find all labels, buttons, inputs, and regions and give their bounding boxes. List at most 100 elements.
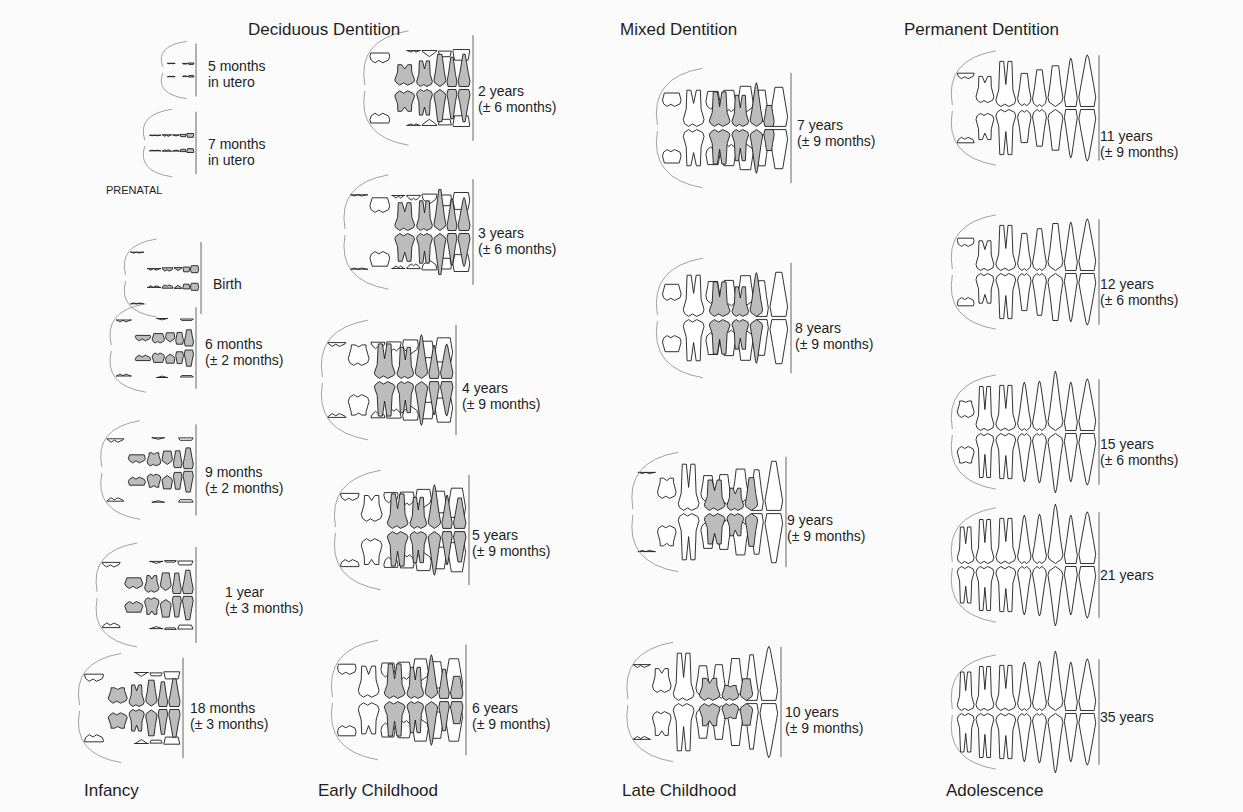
line-spacer (520, 700, 554, 702)
line-spacer (526, 83, 560, 85)
jaw-outline (627, 642, 673, 699)
deciduous-tooth (180, 149, 186, 151)
line-spacer (266, 584, 307, 586)
midline (196, 547, 197, 643)
permanent-tooth (338, 664, 357, 674)
deciduous-tooth (451, 702, 463, 724)
stage-label: Adolescence (946, 781, 1043, 801)
jaw-outline (96, 543, 137, 592)
deciduous-tooth (129, 685, 144, 707)
deciduous-tooth (183, 267, 190, 272)
permanent-tooth (361, 496, 382, 522)
deciduous-tooth (188, 63, 194, 64)
permanent-tooth (1079, 219, 1096, 271)
permanent-tooth (957, 447, 974, 464)
midline (1099, 55, 1100, 161)
jaw-outline (334, 470, 380, 527)
deciduous-tooth (160, 573, 171, 591)
deciduous-tooth (410, 532, 427, 563)
permanent-tooth (179, 500, 194, 502)
deciduous-tooth (740, 679, 752, 701)
permanent-tooth (156, 376, 167, 377)
deciduous-tooth (147, 474, 161, 487)
deciduous-tooth (135, 355, 150, 360)
permanent-tooth (165, 561, 177, 563)
deciduous-tooth (415, 382, 427, 426)
deciduous-tooth (158, 682, 167, 707)
deciduous-tooth (454, 532, 466, 562)
deciduous-tooth (162, 476, 172, 489)
line-spacer (526, 225, 560, 227)
deciduous-tooth (184, 330, 193, 346)
deciduous-tooth (699, 704, 720, 726)
prenatal-label: PRENATAL (106, 184, 162, 197)
deciduous-tooth (407, 702, 424, 733)
permanent-tooth (683, 275, 704, 316)
midline (466, 645, 467, 755)
jaw-outline (161, 41, 186, 67)
deciduous-tooth (745, 478, 757, 511)
midline (183, 658, 184, 759)
permanent-tooth (1079, 434, 1096, 486)
permanent-tooth (1064, 714, 1077, 762)
deciduous-tooth (395, 234, 415, 262)
permanent-tooth (663, 93, 682, 106)
permanent-tooth (957, 567, 974, 604)
deciduous-tooth (709, 320, 730, 355)
permanent-tooth (976, 113, 994, 139)
line-spacer (1156, 276, 1182, 278)
permanent-tooth (150, 561, 164, 563)
deciduous-tooth (722, 704, 739, 719)
jaw-outline (656, 131, 702, 188)
deciduous-tooth (374, 344, 395, 379)
permanent-tooth (1048, 110, 1063, 151)
permanent-tooth (130, 302, 144, 304)
permanent-tooth (673, 653, 694, 700)
deciduous-tooth (451, 676, 463, 698)
permanent-tooth (957, 73, 974, 79)
midline (1099, 219, 1100, 325)
permanent-tooth (1033, 229, 1047, 271)
deciduous-tooth (434, 234, 446, 275)
permanent-tooth (1048, 434, 1063, 493)
midline (196, 112, 197, 174)
permanent-tooth (957, 527, 974, 564)
deciduous-tooth (699, 678, 720, 700)
deciduous-tooth (709, 92, 730, 127)
age-label: 5 months in utero (208, 58, 269, 90)
permanent-tooth (422, 119, 437, 125)
permanent-tooth (102, 623, 120, 628)
permanent-tooth (370, 252, 390, 267)
permanent-tooth (633, 665, 651, 668)
permanent-tooth (1079, 55, 1096, 107)
permanent-tooth (976, 667, 994, 711)
jaw-outline (143, 109, 172, 140)
deciduous-tooth (108, 688, 127, 703)
age-label: 7 years (± 9 months) (797, 117, 879, 149)
deciduous-tooth (417, 90, 433, 116)
deciduous-tooth (750, 273, 762, 317)
jaw-outline (656, 321, 702, 378)
deciduous-tooth (162, 285, 173, 288)
permanent-tooth (1048, 651, 1063, 710)
jaw-outline (364, 91, 409, 145)
permanent-tooth (658, 526, 677, 546)
permanent-tooth (1033, 381, 1047, 431)
deciduous-tooth (434, 54, 446, 86)
deciduous-tooth (183, 76, 188, 78)
jaw-outline (124, 281, 156, 317)
permanent-tooth (116, 374, 131, 376)
line-spacer (520, 527, 554, 529)
deciduous-tooth (128, 477, 145, 485)
deciduous-tooth (397, 347, 414, 378)
jaw-outline (951, 215, 996, 269)
midline (791, 263, 792, 373)
deciduous-tooth (182, 570, 193, 593)
deciduous-tooth (434, 190, 446, 231)
permanent-tooth (350, 195, 368, 196)
deciduous-tooth (745, 514, 757, 547)
permanent-tooth (1064, 662, 1077, 710)
deciduous-tooth (727, 514, 744, 536)
deciduous-tooth (152, 353, 164, 362)
